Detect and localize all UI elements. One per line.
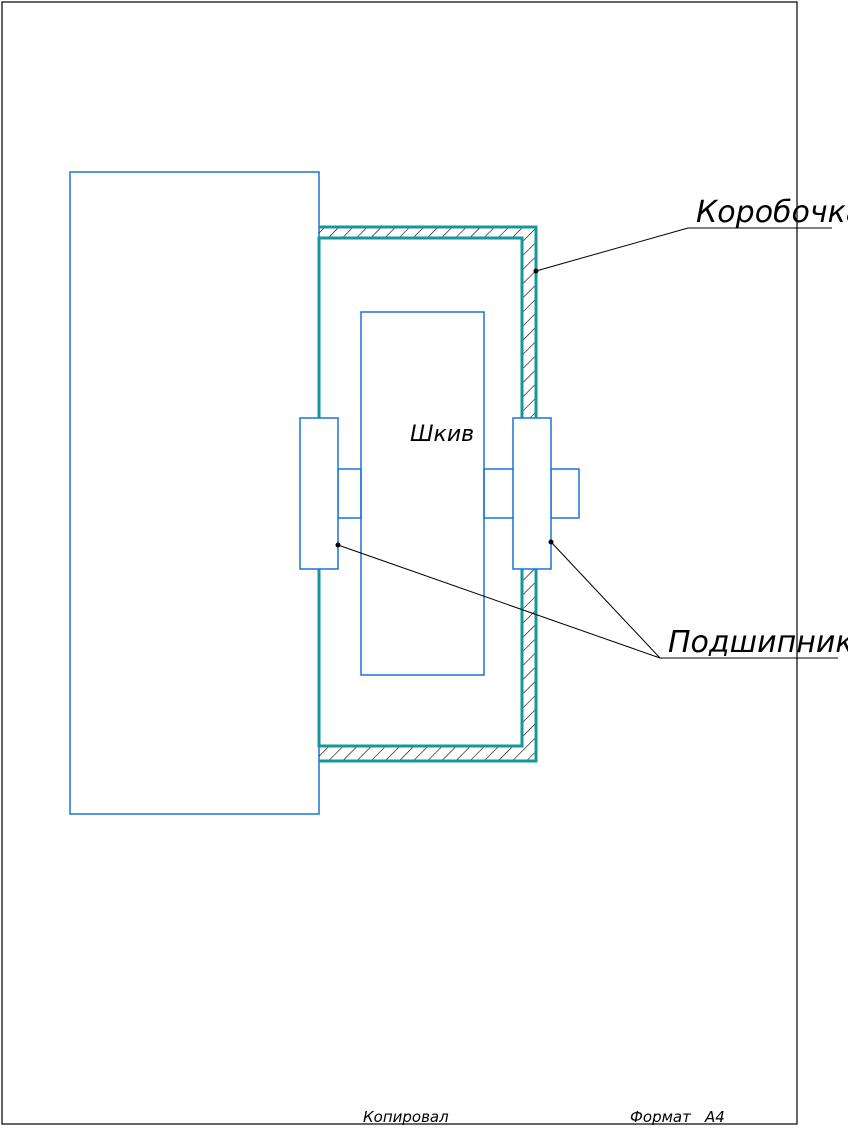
motor-block bbox=[69, 171, 320, 815]
title-copied: Копировал bbox=[363, 1108, 449, 1126]
leader-bearing-right-dot bbox=[548, 539, 554, 545]
box-housing-outer bbox=[319, 225, 538, 763]
label-box: Коробочка bbox=[696, 195, 848, 230]
label-bearings: Подшипники bbox=[668, 625, 848, 660]
shaft-right bbox=[483, 468, 515, 519]
shaft-left bbox=[337, 468, 362, 519]
title-format-value: A4 bbox=[704, 1108, 725, 1126]
leader-box bbox=[535, 227, 832, 272]
bearing-left bbox=[299, 417, 339, 570]
leader-bearings bbox=[337, 541, 838, 659]
label-pulley: Шкив bbox=[410, 422, 474, 447]
box-housing-inner bbox=[317, 236, 524, 748]
shaft-end bbox=[550, 468, 580, 519]
bearing-right bbox=[512, 417, 552, 570]
pulley bbox=[360, 311, 485, 676]
box-housing-hatching bbox=[319, 227, 536, 761]
box-housing bbox=[317, 225, 538, 763]
leader-bearing-left-dot bbox=[335, 542, 341, 548]
leader-box-dot bbox=[533, 268, 539, 274]
title-format-label: Формат bbox=[630, 1108, 692, 1126]
sheet-frame bbox=[1, 1, 798, 1125]
